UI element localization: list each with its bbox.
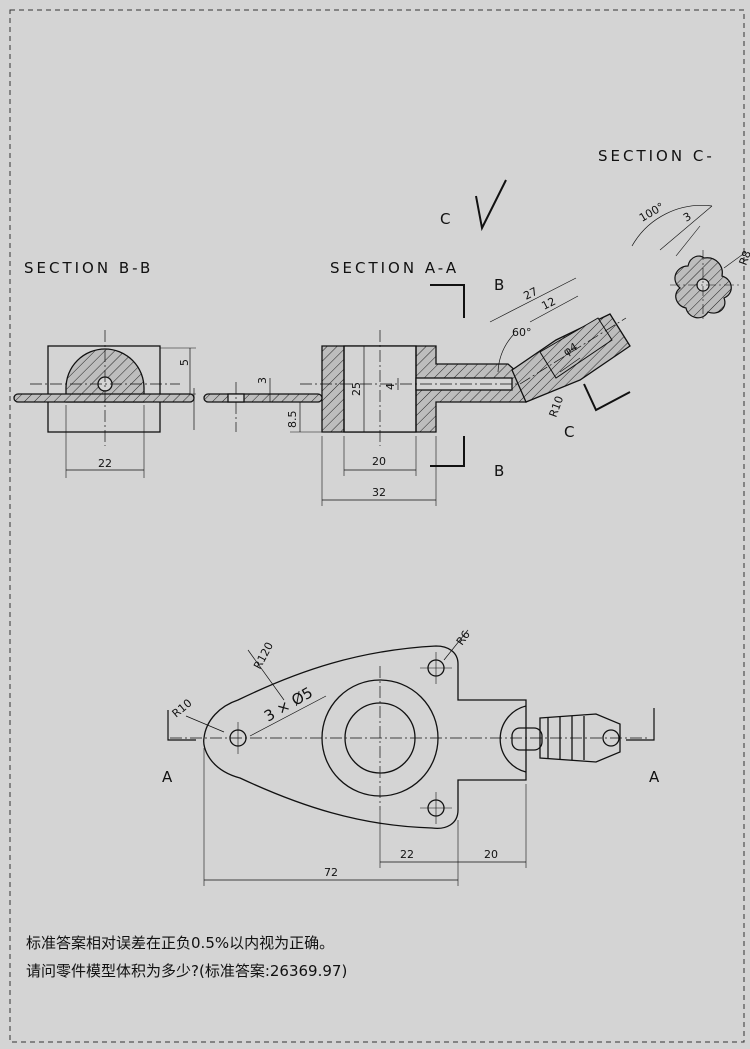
dim-r120: R120 <box>251 640 276 671</box>
section-bb-title: SECTION B-B <box>24 259 153 277</box>
dim-phi4: φ4 <box>561 340 580 358</box>
dim-4: 4 <box>384 383 397 390</box>
dim-r6: R6 <box>454 628 473 647</box>
dim-8-5: 8.5 <box>286 411 299 429</box>
marker-b-top: B <box>494 276 507 294</box>
marker-c-top: C <box>440 210 453 228</box>
marker-b-bottom: B <box>494 462 507 480</box>
dim-20: 20 <box>372 455 386 468</box>
dim-r8: R8 <box>737 249 750 267</box>
section-aa-view <box>203 179 631 506</box>
marker-a-left: A <box>162 768 175 786</box>
section-cc-title: SECTION C- <box>598 147 715 165</box>
section-aa-title: SECTION A-A <box>330 259 459 277</box>
dim-12: 12 <box>539 295 557 313</box>
dim-100: 100° <box>637 200 666 225</box>
marker-a-right: A <box>649 768 662 786</box>
note-line-1: 标准答案相对误差在正负0.5%以内视为正确。 <box>26 934 334 952</box>
dim-r10-a: R10 <box>547 394 567 419</box>
sheet-border <box>9 9 745 1043</box>
dim-5: 5 <box>178 359 191 366</box>
dim-r10-b: R10 <box>170 696 195 720</box>
marker-c-bottom: C <box>564 423 577 441</box>
note-line-2: 请问零件模型体积为多少?(标准答案:26369.97) <box>26 962 347 980</box>
dim-72: 72 <box>324 866 338 879</box>
dim-27: 27 <box>521 285 539 303</box>
dim-20-plan: 20 <box>484 848 498 861</box>
dim-3: 3 <box>256 377 269 384</box>
dim-22-bb: 22 <box>98 457 112 470</box>
plan-view <box>167 629 655 886</box>
dim-holes: 3 × Ø5 <box>261 683 316 725</box>
dim-22-plan: 22 <box>400 848 414 861</box>
section-bb-view <box>13 330 196 478</box>
dim-60: 60° <box>512 326 532 339</box>
section-cc-view <box>631 205 747 320</box>
dim-25: 25 <box>350 382 363 396</box>
dim-32: 32 <box>372 486 386 499</box>
dim-3-c: 3 <box>681 210 694 225</box>
